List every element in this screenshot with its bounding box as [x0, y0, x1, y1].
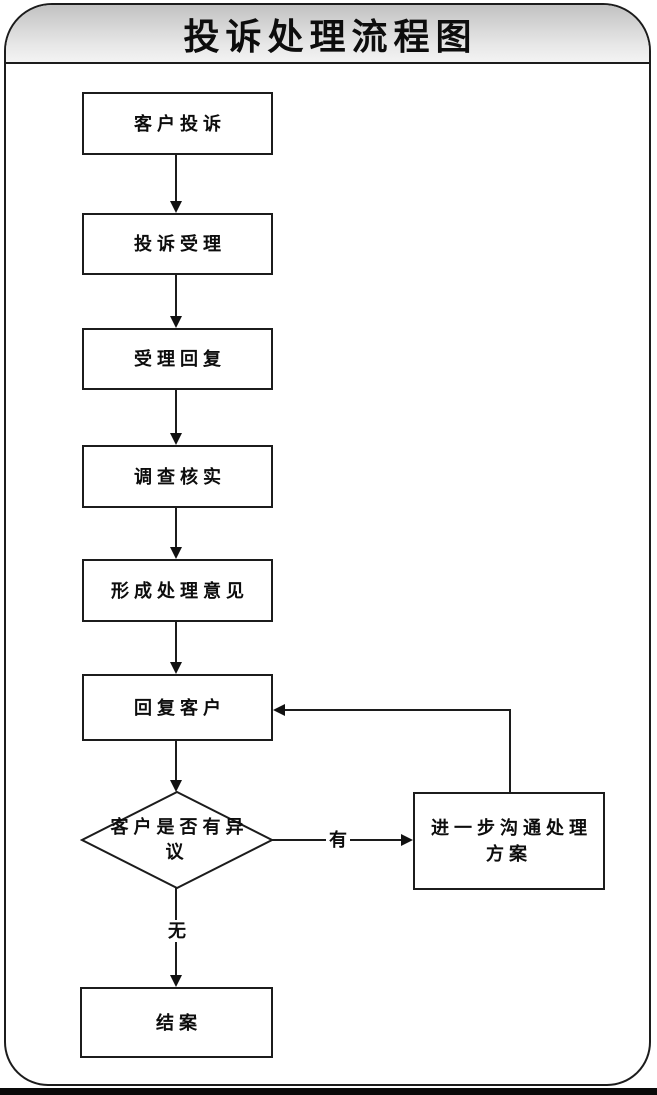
edge-label-no: 无: [165, 920, 189, 942]
node-customer-complaint: 客户投诉: [82, 92, 273, 155]
arrow-down-icon: [170, 547, 182, 559]
node-label: 进一步沟通处理方案: [431, 818, 592, 864]
node-further-communication: 进一步沟通处理方案: [413, 792, 605, 890]
title-bar: 投诉处理流程图: [6, 5, 649, 64]
node-investigation: 调查核实: [82, 445, 273, 508]
arrow-down-icon: [170, 975, 182, 987]
edge-label-yes: 有: [326, 829, 350, 851]
node-label: 受理回复: [134, 349, 226, 369]
edge-line: [285, 709, 511, 711]
node-label: 调查核实: [134, 466, 226, 487]
edge-line: [509, 709, 511, 792]
node-reply-customer: 回复客户: [82, 674, 273, 741]
edge-line: [175, 155, 177, 201]
arrow-left-icon: [273, 704, 285, 716]
node-close-case: 结案: [80, 987, 273, 1058]
arrow-down-icon: [170, 780, 182, 792]
page-title: 投诉处理流程图: [183, 15, 478, 57]
node-label: 形成处理意见: [111, 580, 249, 601]
edge-line: [175, 622, 177, 662]
node-label: 结案: [156, 1012, 202, 1033]
node-objection-decision: 客户是否有异议: [80, 790, 274, 890]
node-label: 回复客户: [134, 697, 226, 718]
arrow-down-icon: [170, 316, 182, 328]
node-label: 投诉受理: [134, 234, 226, 254]
node-form-opinion: 形成处理意见: [82, 559, 273, 622]
edge-line: [175, 390, 177, 433]
arrow-down-icon: [170, 662, 182, 674]
arrow-down-icon: [170, 433, 182, 445]
arrow-right-icon: [401, 834, 413, 846]
arrow-down-icon: [170, 201, 182, 213]
edge-line: [175, 508, 177, 547]
node-complaint-acceptance: 投诉受理: [82, 213, 273, 275]
diamond-shape: [80, 790, 274, 890]
node-acceptance-reply: 受理回复: [82, 328, 273, 390]
edge-line: [175, 741, 177, 780]
edge-line: [175, 275, 177, 316]
node-label: 客户是否有异议: [110, 817, 249, 862]
flowchart-panel: 投诉处理流程图: [4, 3, 651, 1086]
bottom-border-bar: [0, 1088, 657, 1095]
node-label: 客户投诉: [134, 113, 226, 134]
